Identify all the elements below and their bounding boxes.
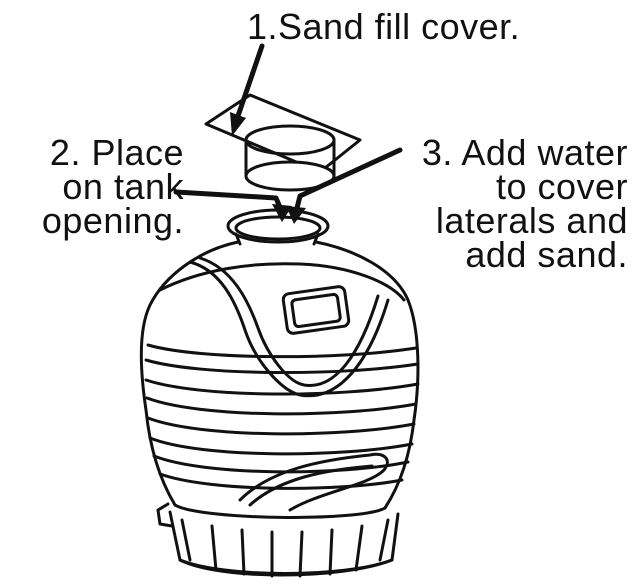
callout-line: add sand. — [465, 234, 628, 275]
callout-line: opening. — [41, 200, 184, 241]
callout-line: on tank — [62, 166, 184, 207]
filter-tank — [139, 208, 420, 578]
callout-line: laterals and — [435, 200, 628, 241]
callout-sand-fill-cover: 1.Sand fill cover. — [247, 6, 521, 47]
callout-add-water-sand: 3. Add water to cover laterals and add s… — [392, 132, 628, 275]
callout-line: 2. Place — [49, 132, 184, 173]
callout-line: to cover — [495, 166, 628, 207]
callout-line: 3. Add water — [421, 132, 628, 173]
callout-line: 1.Sand fill cover. — [247, 6, 521, 47]
callout-place-on-tank: 2. Place on tank opening. — [18, 132, 184, 241]
sand-fill-cover — [204, 93, 362, 192]
callout-arrows — [173, 43, 403, 224]
